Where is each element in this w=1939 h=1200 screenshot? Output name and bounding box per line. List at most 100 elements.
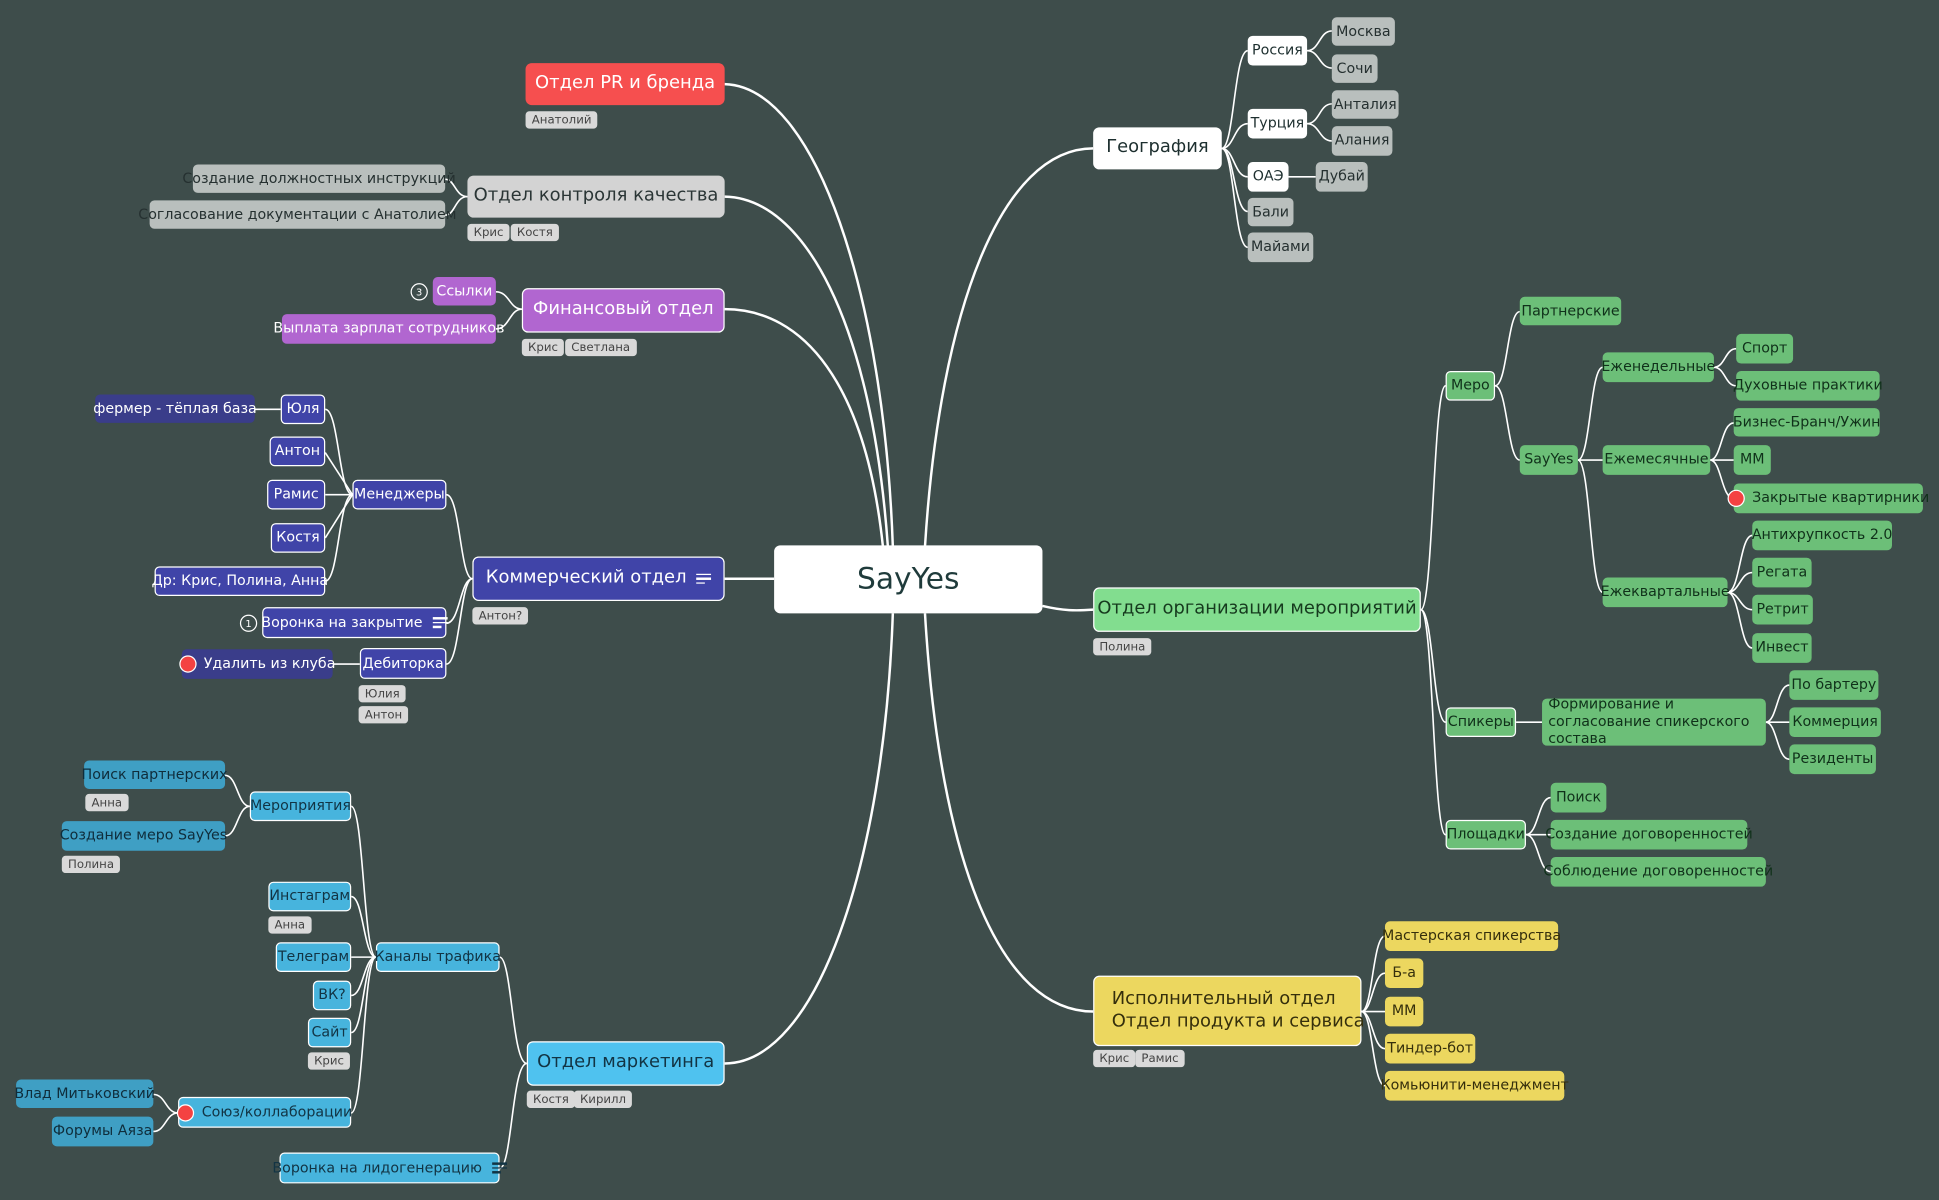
mero-node[interactable]: Меро: [1445, 370, 1496, 401]
debt-node[interactable]: Дебиторка: [359, 647, 447, 679]
branch-marketing[interactable]: Отдел маркетинга: [526, 1041, 725, 1086]
speakers-item[interactable]: Коммерция: [1789, 707, 1881, 738]
managers-node[interactable]: Менеджеры: [352, 479, 447, 510]
geo-item[interactable]: Россия: [1247, 35, 1308, 66]
branch-marketing-label: Отдел маркетинга: [537, 1052, 715, 1073]
debt-item[interactable]: Удалить из клуба: [179, 649, 335, 679]
finance-links[interactable]: Ссылки: [432, 276, 496, 306]
exec-item[interactable]: Б-а: [1384, 958, 1424, 989]
mero-item[interactable]: SayYes: [1519, 445, 1578, 475]
leadgen-node[interactable]: Воронка на лидогенерацию: [272, 1152, 507, 1184]
branch-exec[interactable]: Исполнительный отдел Отдел продукта и се…: [1093, 975, 1365, 1047]
geo-item[interactable]: Алания: [1331, 126, 1393, 156]
monthly-item[interactable]: Бизнес-Бранч/Ужин: [1733, 408, 1880, 437]
manager-item[interactable]: Костя: [270, 523, 326, 553]
branch-geography[interactable]: География: [1093, 127, 1222, 170]
quarterly-item[interactable]: Инвест: [1752, 633, 1812, 663]
assignee-tag: Полина: [61, 855, 121, 874]
assignee-tag: Крис: [1093, 1049, 1136, 1068]
venues-item[interactable]: Создание договоренностей: [1545, 819, 1753, 850]
exec-item[interactable]: Мастерская спикерства: [1382, 921, 1561, 951]
exec-item[interactable]: Тиндер-бот: [1384, 1033, 1476, 1064]
speakers-node[interactable]: Спикеры: [1445, 707, 1517, 738]
geo-item[interactable]: Дубай: [1315, 161, 1368, 192]
speakers-formation[interactable]: Формирование и согласование спикерского …: [1542, 695, 1766, 747]
assignee-tag: Антон?: [472, 607, 529, 625]
assignee-tag: Анна: [268, 916, 312, 934]
branch-geography-label: География: [1106, 137, 1209, 158]
speakers-item[interactable]: Резиденты: [1789, 744, 1876, 775]
channel-item[interactable]: Сайт: [307, 1017, 352, 1048]
mkt-events-node[interactable]: Мероприятия: [249, 791, 352, 822]
quarterly-item[interactable]: Антихрупкость 2.0: [1752, 520, 1892, 551]
mkt-events-item[interactable]: Поиск партнерских: [82, 760, 228, 789]
branch-exec-label: Исполнительный отдел: [1111, 989, 1336, 1010]
assignee-tag: Антон: [358, 706, 409, 724]
assignee-tag: Костя: [510, 223, 559, 242]
monthly-item[interactable]: ММ: [1733, 445, 1771, 475]
geo-item[interactable]: Майами: [1247, 232, 1314, 263]
weekly-item[interactable]: Спорт: [1736, 333, 1794, 364]
assignee-tag: Светлана: [565, 338, 637, 357]
channels-node[interactable]: Каналы трафика: [375, 942, 501, 972]
weekly-item[interactable]: Духовные практики: [1733, 370, 1883, 401]
branch-qc[interactable]: Отдел контроля качества: [467, 175, 725, 218]
manager-item[interactable]: Др: Крис, Полина, Анна: [152, 566, 328, 597]
branch-finance[interactable]: Финансовый отдел: [521, 288, 725, 333]
branch-commercial-label: Коммерческий отдел: [485, 567, 687, 588]
manager-note[interactable]: фермер - тёплая база: [93, 394, 257, 423]
geo-item[interactable]: Турция: [1247, 108, 1308, 139]
venues-item[interactable]: Поиск: [1550, 782, 1607, 813]
assignee-tag: Полина: [1093, 638, 1152, 656]
branch-finance-label: Финансовый отдел: [532, 299, 714, 320]
union-item[interactable]: Форумы Аяза: [51, 1116, 154, 1147]
geo-item[interactable]: Москва: [1331, 17, 1395, 46]
exec-item[interactable]: Комьюнити-менеджмент: [1380, 1070, 1569, 1101]
channel-item[interactable]: Телеграм: [275, 942, 352, 972]
manager-item[interactable]: Рамис: [267, 479, 326, 510]
branch-commercial[interactable]: Коммерческий отдел: [472, 556, 725, 601]
channel-item[interactable]: Инстаграм: [268, 881, 352, 912]
exec-item[interactable]: ММ: [1384, 996, 1424, 1027]
assignee-tag: Крис: [307, 1052, 351, 1070]
assignee-tag: Костя: [526, 1090, 576, 1108]
qc-item[interactable]: Создание должностных инструкций: [182, 164, 456, 193]
venues-node[interactable]: Площадки: [1445, 819, 1526, 850]
monthly-node[interactable]: Ежемесячные: [1602, 445, 1711, 475]
note-icon[interactable]: [432, 615, 448, 631]
manager-item[interactable]: Юля: [280, 394, 326, 425]
quarterly-node[interactable]: Ежеквартальные: [1601, 577, 1730, 608]
venues-item[interactable]: Соблюдение договоренностей: [1543, 856, 1773, 887]
branch-pr[interactable]: Отдел PR и бренда: [525, 63, 725, 106]
branch-events[interactable]: Отдел организации мероприятий: [1093, 587, 1421, 632]
assignee-tag: Рамис: [1135, 1049, 1185, 1068]
note-icon[interactable]: [696, 571, 712, 587]
mkt-events-item[interactable]: Создание меро SayYes: [60, 821, 227, 851]
union-item[interactable]: Влад Митьковский: [14, 1079, 155, 1108]
mero-item[interactable]: Партнерские: [1519, 296, 1622, 326]
note-icon[interactable]: [491, 1160, 507, 1176]
links-count-badge: 1: [239, 614, 258, 632]
geo-item[interactable]: Анталия: [1331, 90, 1399, 119]
quarterly-item[interactable]: Ретрит: [1752, 594, 1813, 625]
qc-item[interactable]: Согласование документации с Анатолием: [138, 200, 457, 229]
branch-events-label: Отдел организации мероприятий: [1097, 598, 1417, 619]
assignee-tag: Крис: [467, 223, 510, 242]
manager-item[interactable]: Антон: [269, 436, 326, 467]
funnel-closing[interactable]: Воронка на закрытие: [261, 607, 448, 639]
weekly-node[interactable]: Еженедельные: [1601, 352, 1715, 383]
channel-item[interactable]: ВК?: [312, 980, 352, 1011]
assignee-tag: Кирилл: [573, 1090, 633, 1108]
speakers-item[interactable]: По бартеру: [1789, 670, 1879, 700]
union-node[interactable]: Союз/коллаборации: [177, 1096, 352, 1128]
quarterly-item[interactable]: Регата: [1752, 557, 1812, 588]
geo-item[interactable]: Бали: [1247, 197, 1294, 227]
geo-item[interactable]: ОАЭ: [1247, 161, 1289, 192]
priority-icon: [1727, 489, 1745, 508]
root-topic[interactable]: SayYes: [774, 545, 1043, 614]
finance-item[interactable]: Выплата зарплат сотрудников: [273, 314, 504, 344]
assignee-tag: Юлия: [358, 685, 406, 703]
geo-item[interactable]: Сочи: [1331, 54, 1378, 83]
monthly-item[interactable]: Закрытые квартирники: [1727, 483, 1929, 514]
